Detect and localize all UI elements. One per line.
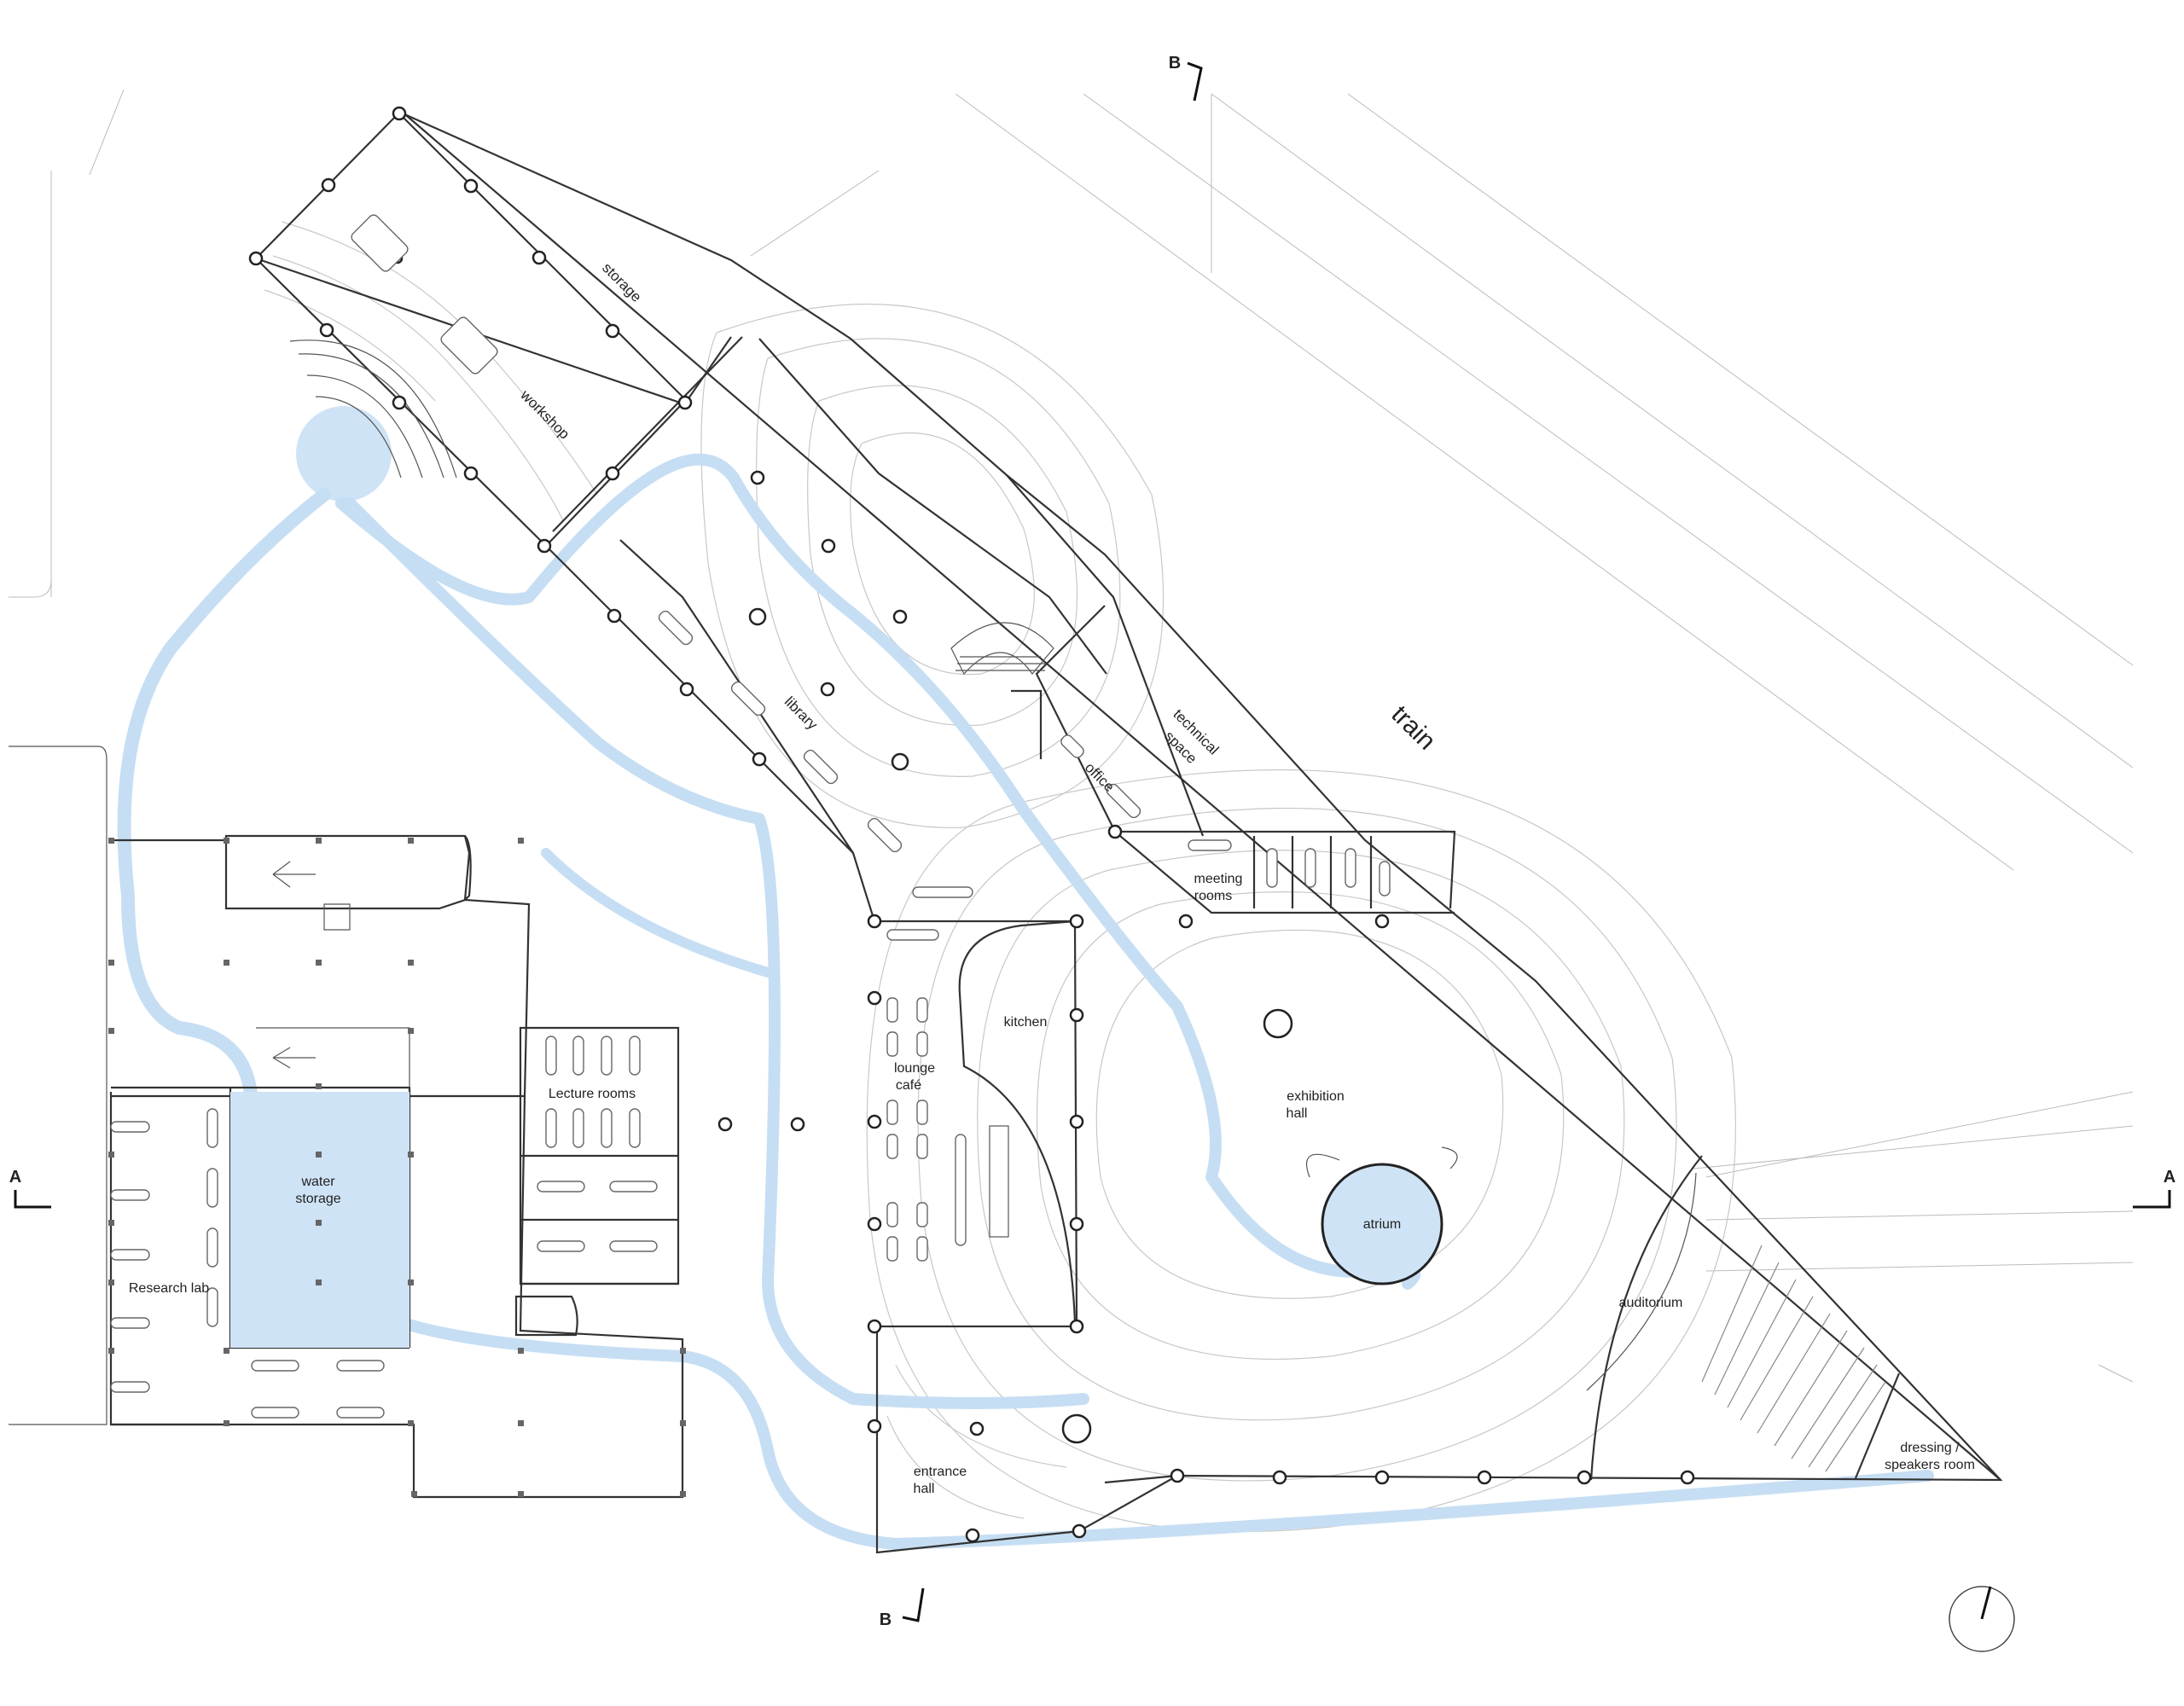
label-train: train <box>1385 700 1441 756</box>
water-basin <box>296 406 392 502</box>
section-b-top: B <box>1169 54 1181 73</box>
atrium-void <box>1321 1163 1443 1285</box>
section-a-right: A <box>2164 1168 2175 1187</box>
label-speakers-room: speakers room <box>1885 1458 1975 1472</box>
furniture <box>110 214 1391 1419</box>
label-entrance-hall: hall <box>914 1482 935 1496</box>
label-atrium: atrium <box>1363 1217 1401 1232</box>
square-columns <box>108 838 686 1497</box>
label-workshop: workshop <box>517 386 573 443</box>
label-exhibition-hall: hall <box>1287 1106 1308 1121</box>
label-storage: storage <box>599 259 645 305</box>
section-markers: A A B B <box>9 54 2175 1629</box>
label-dressing: dressing / <box>1900 1441 1960 1455</box>
label-lounge: lounge <box>894 1061 935 1076</box>
stair-wind <box>289 339 457 479</box>
section-marker-icon: A <box>9 1168 51 1209</box>
label-kitchen: kitchen <box>1004 1015 1048 1030</box>
label-meeting-rooms-2: rooms <box>1194 889 1232 903</box>
north-arrow-icon <box>1949 1586 2015 1652</box>
stair-library <box>950 622 1054 676</box>
label-meeting-rooms-1: meeting <box>1194 872 1243 886</box>
water-channel <box>117 406 1934 1550</box>
contour-lines <box>264 221 1736 1533</box>
section-marker-icon: B <box>880 1587 925 1629</box>
site-context-lines <box>9 89 2134 1383</box>
label-research-lab: Research lab <box>129 1281 209 1296</box>
main-building <box>254 110 2003 1554</box>
label-exhibition: exhibition <box>1287 1089 1345 1104</box>
label-library: library <box>781 693 822 734</box>
label-cafe: café <box>896 1078 921 1093</box>
section-a-left: A <box>9 1168 21 1187</box>
label-entrance: entrance <box>914 1465 967 1479</box>
section-marker-icon: A <box>2133 1168 2175 1209</box>
section-b-bottom: B <box>880 1610 892 1629</box>
label-lecture-rooms: Lecture rooms <box>549 1087 636 1101</box>
label-water-storage: storage <box>295 1192 340 1206</box>
section-marker-icon: B <box>1169 54 1203 102</box>
columns <box>248 106 1695 1543</box>
label-water: water <box>300 1175 335 1189</box>
auditorium-seating <box>1701 1245 1886 1472</box>
label-auditorium: auditorium <box>1619 1296 1683 1310</box>
